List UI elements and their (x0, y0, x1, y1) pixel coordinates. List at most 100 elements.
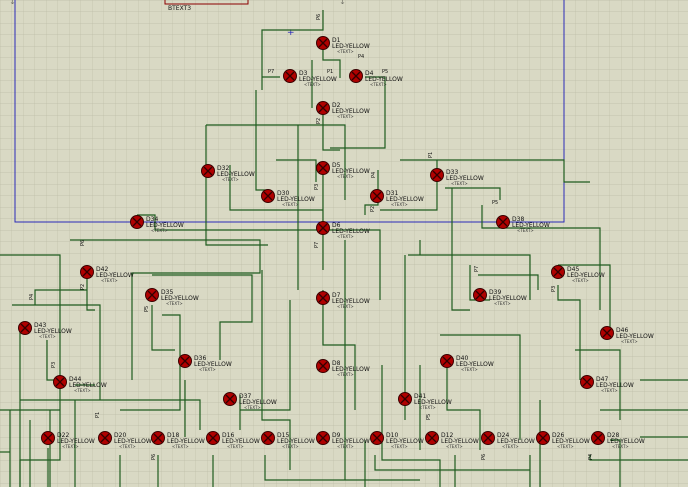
led-type-label: LED-YELLOW (146, 222, 184, 229)
wire (481, 205, 601, 310)
led-ref-label: D16 (222, 432, 234, 439)
wires (0, 10, 688, 487)
net-label: P1 (95, 412, 101, 418)
led-type-label: LED-YELLOW (332, 228, 370, 235)
net-label: P4 (588, 454, 594, 460)
led-text-placeholder: <TEXT> (391, 444, 408, 449)
net-label: P5 (492, 200, 498, 206)
led-ref-label: D42 (96, 266, 108, 273)
led-text-placeholder: <TEXT> (39, 334, 56, 339)
wire (70, 239, 261, 380)
led-components[interactable]: D1LED-YELLOW<TEXT>D3LED-YELLOW<TEXT>D4LE… (18, 36, 654, 450)
wire (446, 365, 481, 450)
led-cross-icon (318, 163, 328, 173)
led-cross-icon (203, 166, 213, 176)
led-text-placeholder: <TEXT> (517, 228, 534, 233)
led-cross-icon (351, 71, 361, 81)
led-cross-icon (132, 217, 142, 227)
led-text-placeholder: <TEXT> (62, 444, 79, 449)
led-ref-label: D7 (332, 292, 341, 299)
led-text-placeholder: <TEXT> (166, 301, 183, 306)
led-cross-icon (372, 433, 382, 443)
led-cross-icon (318, 293, 328, 303)
led-type-label: LED-YELLOW (222, 438, 260, 445)
ground-symbol: ⏚ (340, 0, 345, 6)
led-text-placeholder: <TEXT> (337, 304, 354, 309)
led-type-label: LED-YELLOW (194, 361, 232, 368)
net-label: P1 (428, 152, 434, 158)
net-label: P5 (382, 69, 388, 75)
led-ref-label: D5 (332, 162, 341, 169)
wire (445, 187, 501, 200)
led-text-placeholder: <TEXT> (419, 405, 436, 410)
led-text-placeholder: <TEXT> (199, 367, 216, 372)
wire (151, 305, 175, 351)
led-type-label: LED-YELLOW (332, 298, 370, 305)
led-text-placeholder: <TEXT> (494, 301, 511, 306)
led-type-label: LED-YELLOW (239, 399, 277, 406)
led-ref-label: D3 (299, 70, 308, 77)
led-text-placeholder: <TEXT> (227, 444, 244, 449)
led-ref-label: D30 (277, 190, 289, 197)
led-text-placeholder: <TEXT> (446, 444, 463, 449)
led-cross-icon (318, 433, 328, 443)
wire (610, 439, 621, 487)
led-text-placeholder: <TEXT> (612, 444, 629, 449)
led-cross-icon (602, 328, 612, 338)
net-label: P1 (327, 69, 333, 75)
led-text-placeholder: <TEXT> (244, 405, 261, 410)
led-ref-label: D12 (441, 432, 453, 439)
top-part[interactable]: BTEXT3 ⏚ ⏚ (10, 0, 345, 12)
led-ref-label: D8 (332, 360, 341, 367)
led-cross-icon (538, 433, 548, 443)
wire (322, 50, 341, 78)
led-text-placeholder: <TEXT> (337, 174, 354, 179)
net-label: P7 (268, 69, 274, 75)
led-text-placeholder: <TEXT> (119, 444, 136, 449)
led-text-placeholder: <TEXT> (222, 177, 239, 182)
net-label: P7 (314, 242, 320, 248)
led-ref-label: D6 (332, 222, 341, 229)
led-ref-label: D26 (552, 432, 564, 439)
led-ref-label: D32 (217, 165, 229, 172)
led-type-label: LED-YELLOW (217, 171, 255, 178)
